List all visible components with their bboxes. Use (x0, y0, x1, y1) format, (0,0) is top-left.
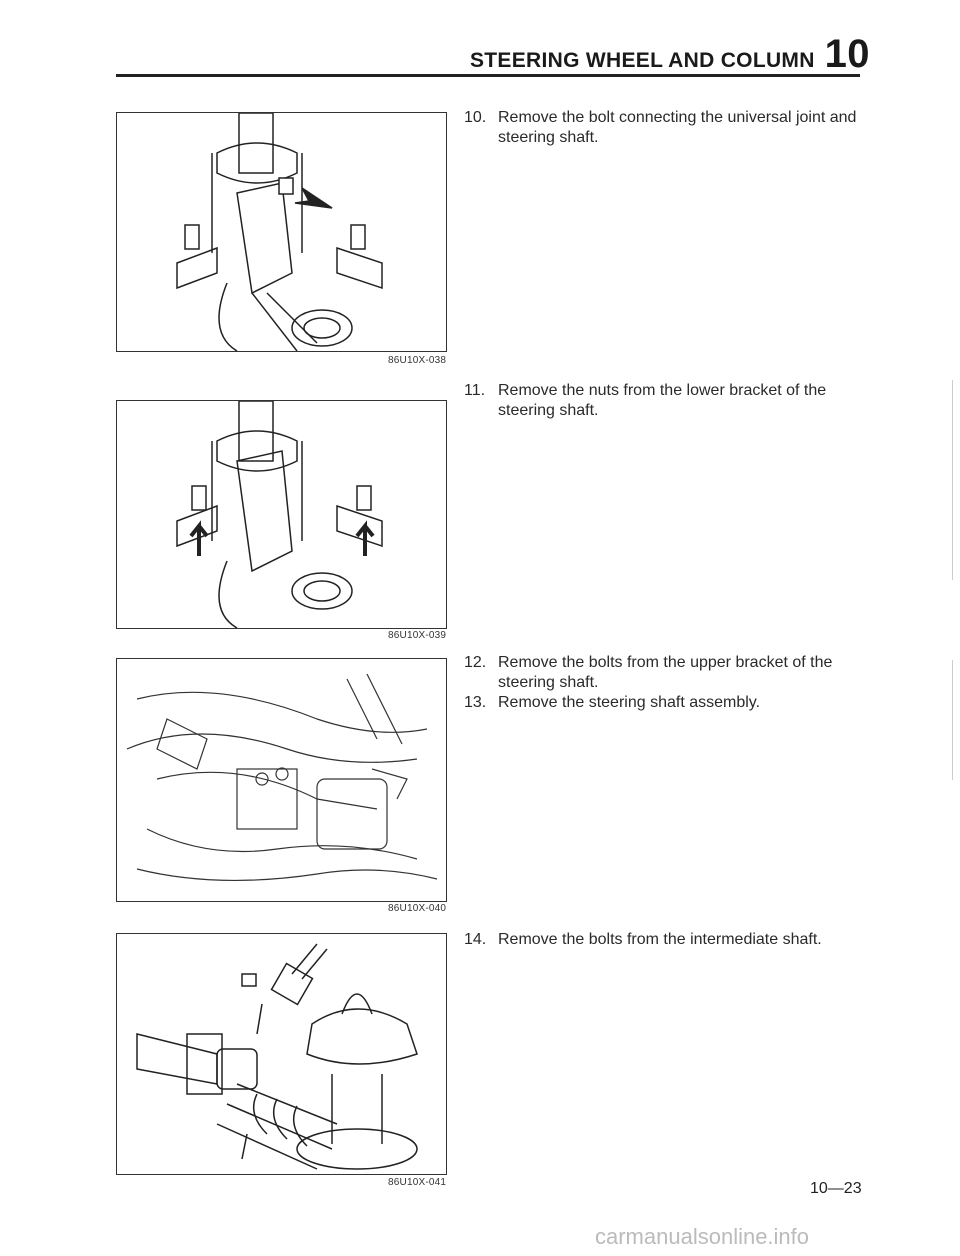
watermark: carmanualsonline.info (595, 1224, 810, 1249)
chapter-number: 10 (824, 32, 870, 76)
step-text: Remove the bolts from the upper bracket … (498, 654, 833, 671)
step-number: 13. (464, 694, 487, 711)
intermediate-shaft-illustration (136, 943, 418, 1170)
header-rule (116, 74, 860, 77)
scan-mark (952, 660, 953, 780)
step-number: 10. (464, 109, 487, 126)
figure-lower-bracket-nuts (116, 400, 447, 629)
scan-mark (952, 380, 953, 580)
step-14: 14. Remove the bolts from the intermediat… (464, 930, 864, 950)
page-header: STEERING WHEEL AND COLUMN 10 (470, 34, 870, 74)
figure-code: 86U10X-040 (388, 903, 447, 914)
step-text: Remove the steering shaft assembly. (498, 694, 761, 711)
step-number: 12. (464, 654, 487, 671)
figure-code: 86U10X-041 (388, 1177, 447, 1188)
figure-code: 86U10X-038 (388, 355, 447, 366)
step-text-continued: steering shaft. (498, 129, 599, 146)
step-12: 12. Remove the bolts from the upper brack… (464, 653, 864, 693)
step-text: Remove the nuts from the lower bracket o… (498, 382, 827, 399)
step-13: 13. Remove the steering shaft assembly. (464, 693, 864, 713)
step-text-continued: steering shaft. (498, 402, 599, 419)
figure-intermediate-shaft-bolts (116, 933, 447, 1175)
step-11: 11. Remove the nuts from the lower bracke… (464, 381, 864, 421)
step-text: Remove the bolts from the intermediate s… (498, 931, 822, 948)
section-title: STEERING WHEEL AND COLUMN (470, 49, 815, 72)
step-number: 11. (464, 382, 486, 399)
step-10: 10. Remove the bolt connecting the univer… (464, 108, 864, 148)
step-number: 14. (464, 931, 487, 948)
figure-universal-joint-bolt (116, 112, 447, 352)
universal-joint-illustration (176, 113, 383, 351)
upper-bracket-illustration (126, 673, 438, 882)
step-text: Remove the bolt connecting the universal… (498, 109, 857, 126)
step-text-continued: steering shaft. (498, 674, 599, 691)
figure-code: 86U10X-039 (388, 630, 447, 641)
lower-bracket-illustration (176, 401, 383, 628)
page-number: 10—23 (810, 1180, 862, 1197)
figure-upper-bracket-bolts (116, 658, 447, 902)
